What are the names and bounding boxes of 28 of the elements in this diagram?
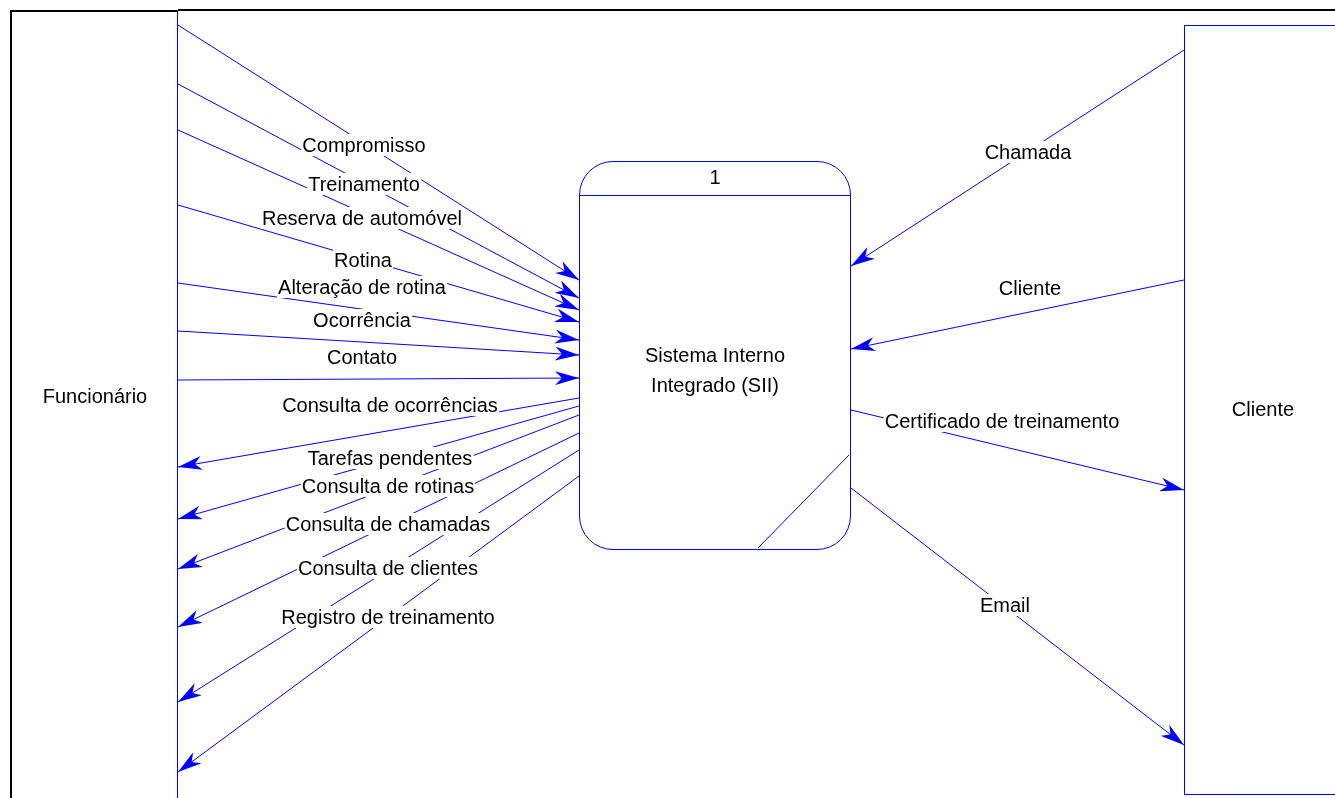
entity-box — [1184, 25, 1335, 795]
flow-arrow — [850, 279, 1185, 351]
edge-label: Chamada — [983, 141, 1073, 163]
edge-label: Alteração de rotina — [277, 276, 447, 298]
edge-label: Email — [979, 594, 1031, 616]
edge-label: Consulta de rotinas — [300, 475, 476, 497]
flow-arrow — [177, 330, 580, 361]
edge-label: Certificado de treinamento — [883, 410, 1121, 432]
edge-label: Consulta de chamadas — [284, 513, 492, 535]
edge-label: Registro de treinamento — [280, 606, 496, 628]
edge-label: Tarefas pendentes — [306, 447, 474, 469]
flow-arrow — [177, 397, 580, 470]
flow-arrow — [850, 487, 1185, 746]
edge-label: Reserva de automóvel — [260, 207, 464, 229]
entity-box — [10, 10, 178, 798]
entity-name: Cliente — [1230, 398, 1296, 421]
process-name: Sistema Interno Integrado (SII) — [643, 343, 787, 398]
flow-arrow — [177, 371, 580, 386]
flow-arrow — [177, 24, 580, 281]
entity-name: Funcionário — [41, 385, 149, 408]
edge-label: Consulta de ocorrências — [281, 394, 499, 416]
process-number: 1 — [708, 165, 722, 190]
edge-label: Consulta de clientes — [296, 557, 480, 579]
process-box — [579, 161, 851, 550]
flow-arrow — [850, 49, 1185, 267]
edge-label: Treinamento — [307, 173, 421, 195]
edge-label: Rotina — [333, 249, 393, 271]
edge-label: Compromisso — [301, 134, 427, 156]
